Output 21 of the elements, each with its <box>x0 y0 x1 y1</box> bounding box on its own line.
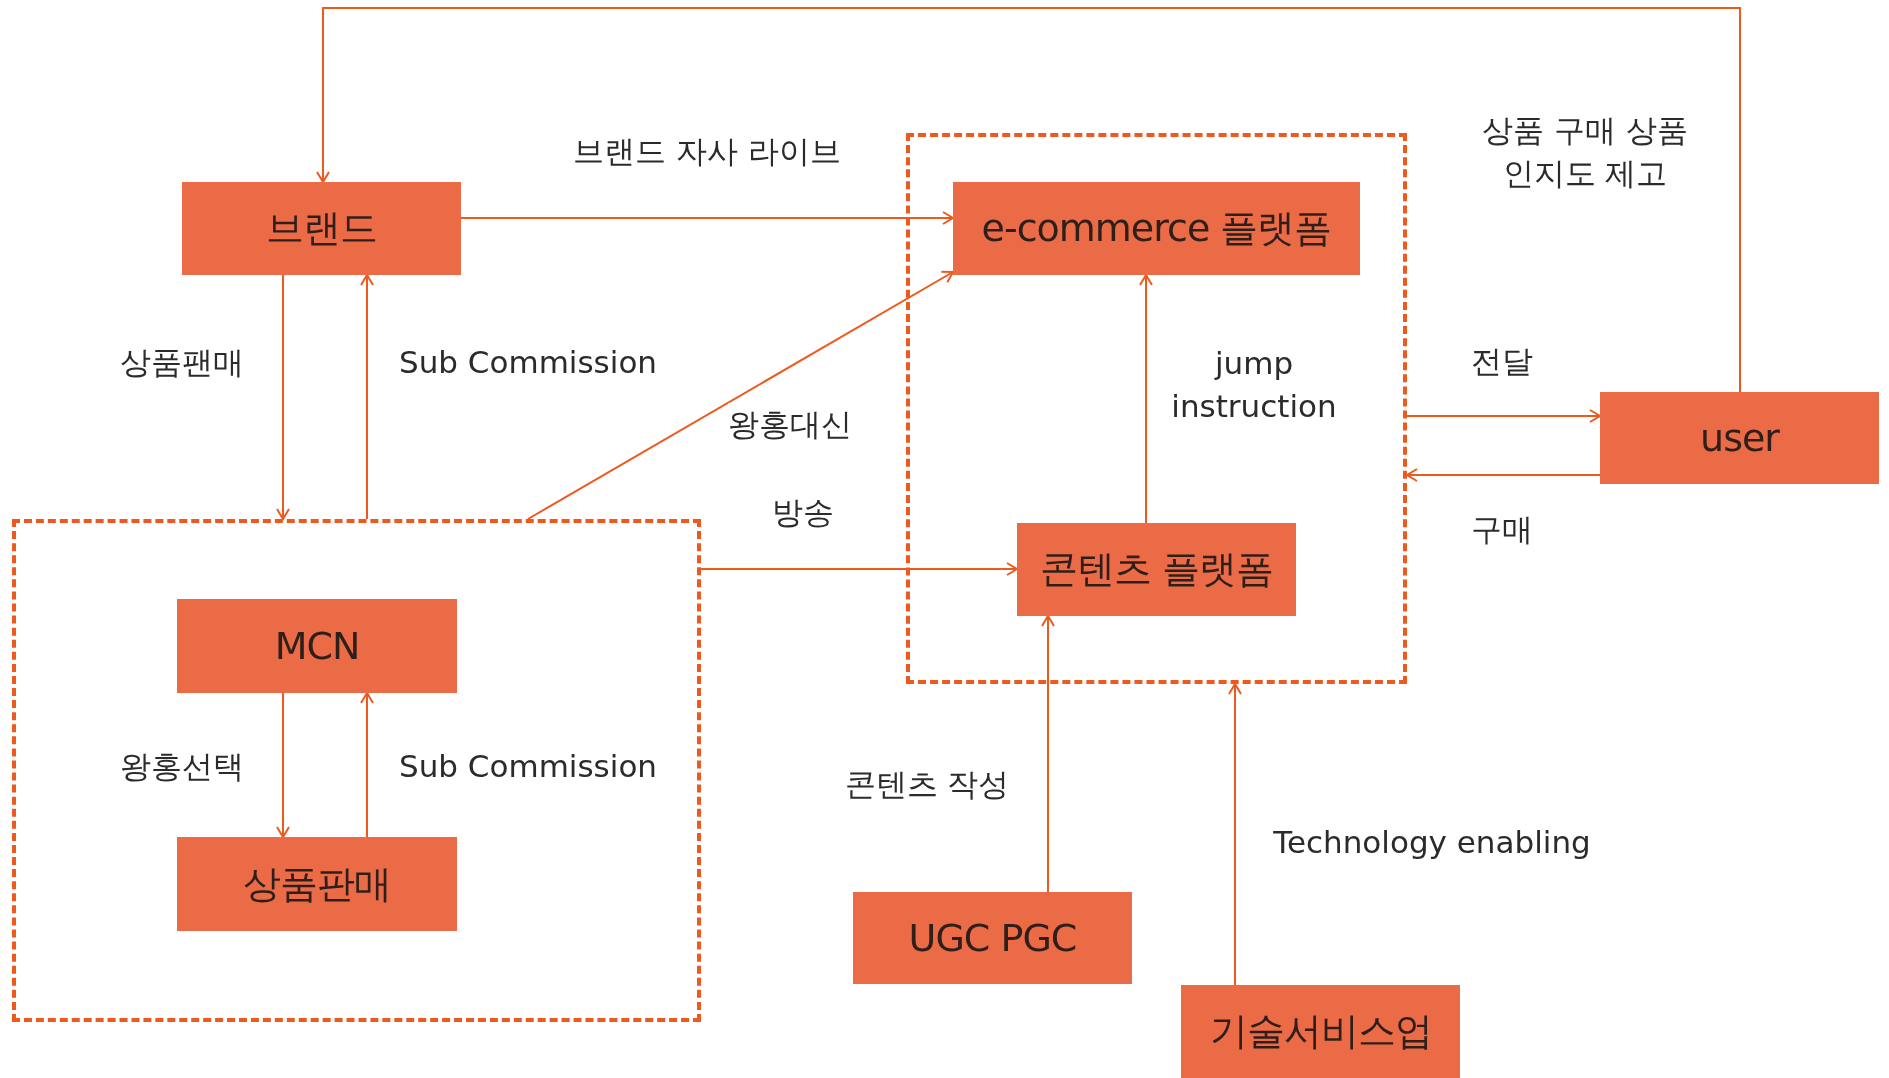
process-box: 상품판매 <box>177 837 457 931</box>
arrow <box>1139 274 1153 524</box>
arrow <box>1228 683 1242 986</box>
process-box: e-commerce 플랫폼 <box>953 182 1360 275</box>
arrow <box>360 274 374 520</box>
arrow <box>276 274 290 520</box>
arrow <box>527 270 954 520</box>
process-box: UGC PGC <box>853 892 1132 984</box>
process-box: user <box>1600 392 1879 484</box>
arrow <box>276 692 290 838</box>
process-box: 기술서비스업 <box>1181 985 1460 1078</box>
arrow <box>1041 615 1055 893</box>
arrow <box>460 211 954 225</box>
arrow <box>360 692 374 838</box>
process-box: 콘텐츠 플랫폼 <box>1017 523 1296 616</box>
process-box: 브랜드 <box>182 182 461 275</box>
arrow <box>700 562 1018 576</box>
arrow <box>1406 468 1601 482</box>
arrow <box>316 7 1741 393</box>
process-box: MCN <box>177 599 457 693</box>
arrow <box>1406 409 1601 423</box>
